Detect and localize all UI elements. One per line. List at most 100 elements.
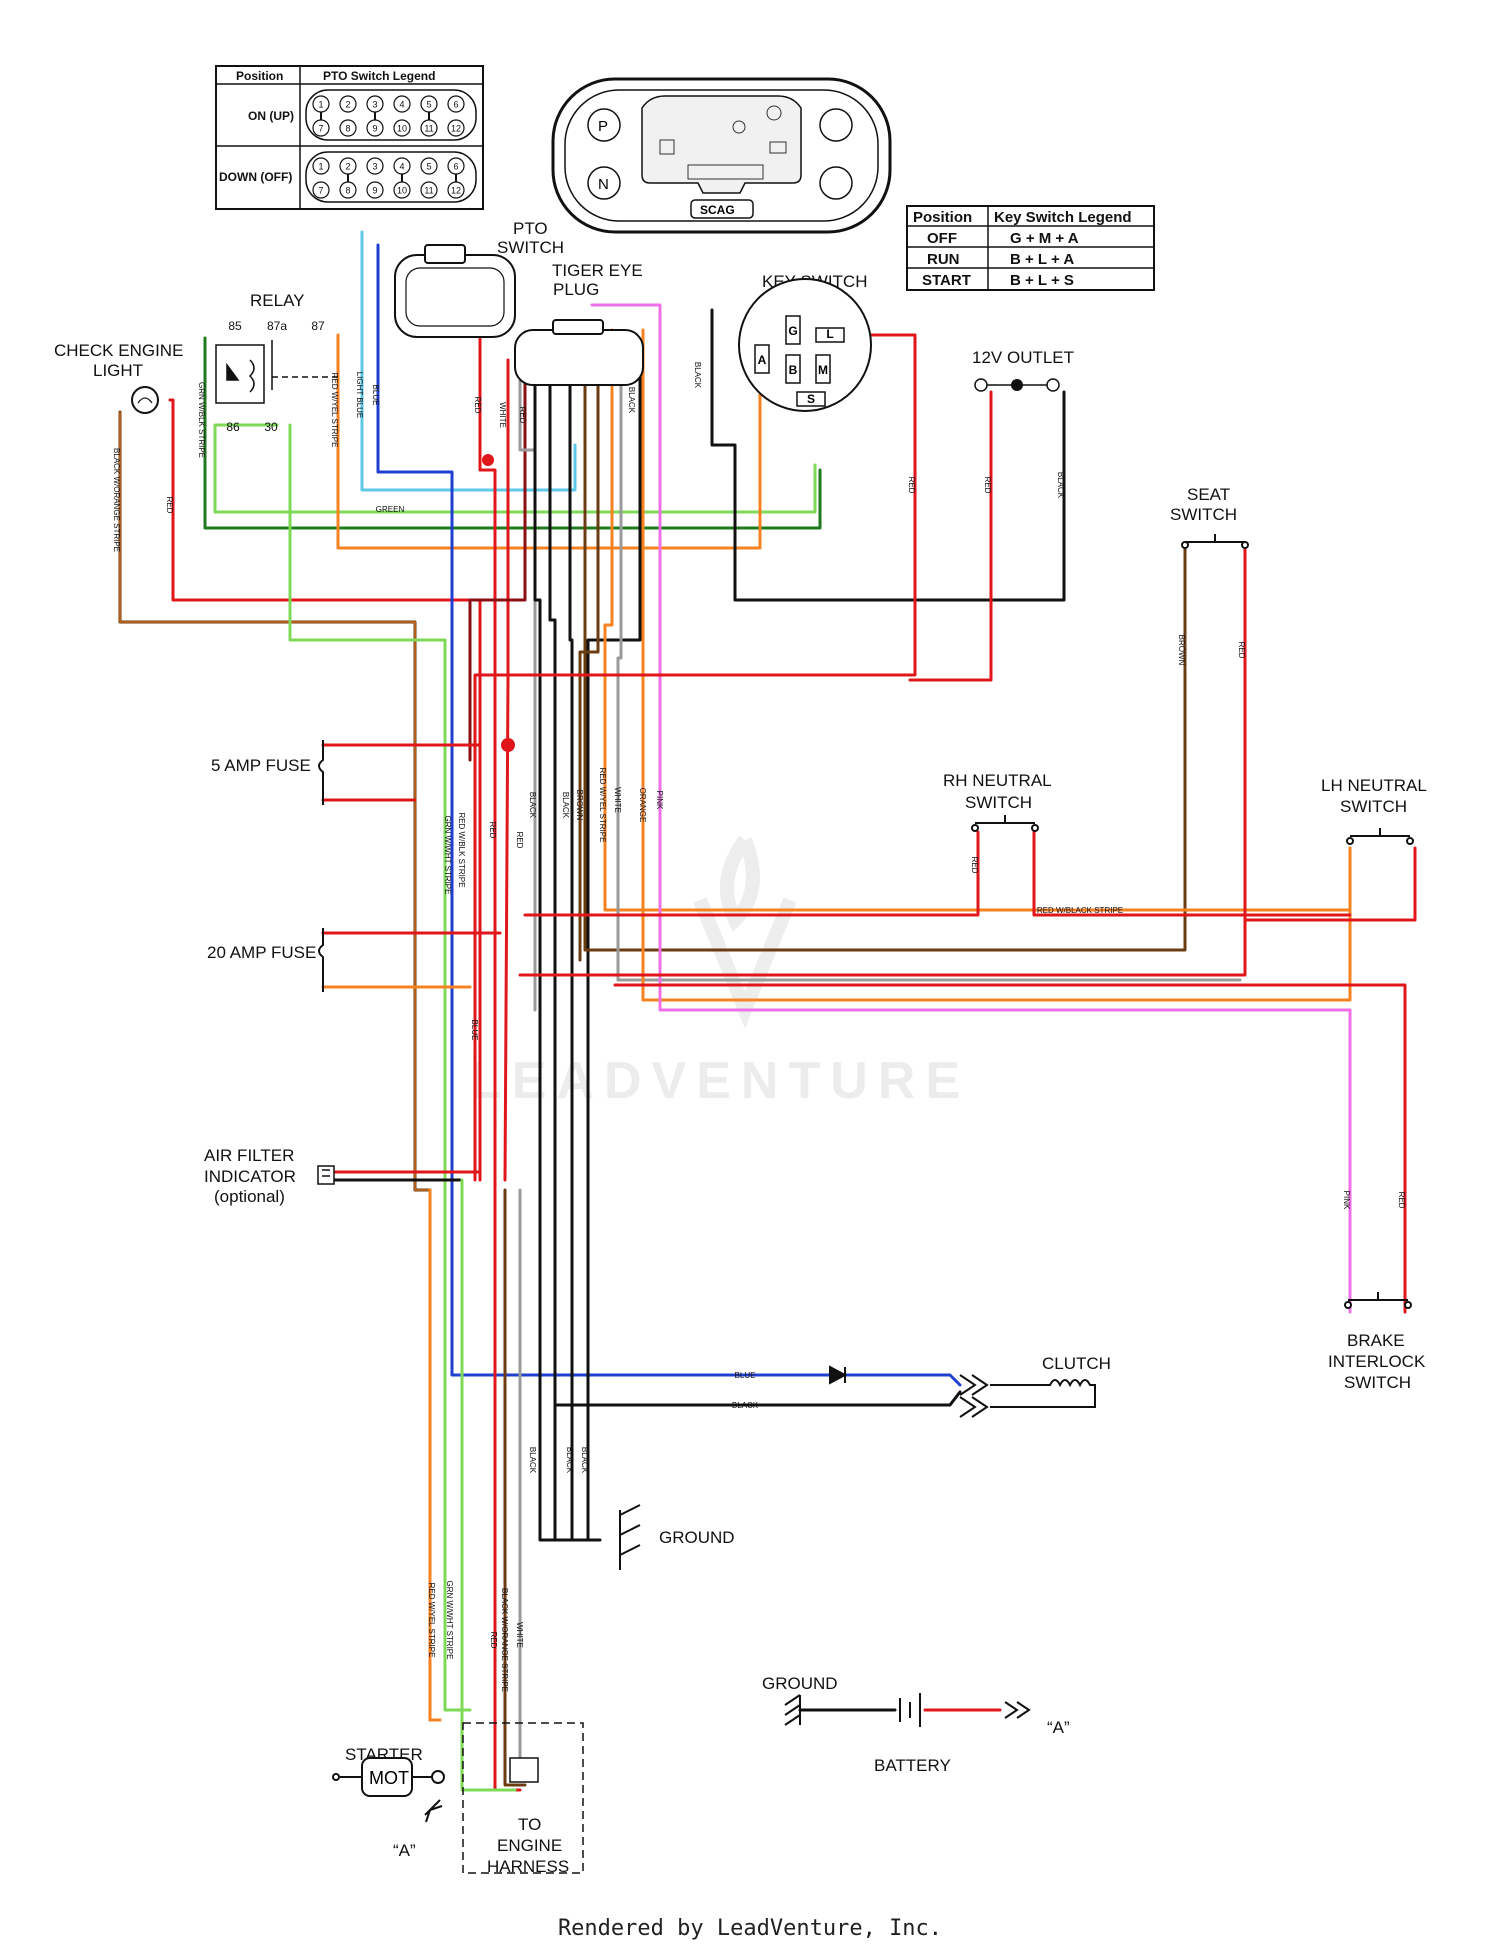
key-legend-header-position: Position — [913, 209, 972, 226]
wire-label: GREEN — [376, 505, 405, 514]
wire-label: RED W/YEL STRIPE — [330, 373, 339, 448]
tiger-eye-plug[interactable] — [514, 319, 644, 386]
battery[interactable] — [899, 1693, 1031, 1727]
svg-text:RED W/BLK STRIPE: RED W/BLK STRIPE — [457, 812, 466, 887]
fuse-20a-label: 20 AMP FUSE — [207, 943, 316, 962]
pto-pin-number: 7 — [318, 186, 323, 196]
wire-label: RED — [983, 477, 992, 494]
air-filter-indicator[interactable] — [317, 1165, 335, 1185]
check-engine-label-1: CHECK ENGINE — [54, 341, 183, 360]
svg-text:RED W/YEL STRIPE: RED W/YEL STRIPE — [330, 373, 339, 448]
rh-neutral-label-2: SWITCH — [965, 793, 1032, 812]
svg-text:BLUE: BLUE — [470, 1020, 479, 1041]
wire-label: PINK — [1342, 1191, 1351, 1210]
svg-text:RED: RED — [983, 477, 992, 494]
clutch[interactable] — [829, 1365, 1096, 1418]
svg-text:RED: RED — [907, 477, 916, 494]
wire-tiger-red2 — [468, 358, 527, 762]
wire-clutch-black — [553, 1390, 962, 1407]
pto-pin-number: 4 — [399, 162, 404, 172]
key-switch-pin-m: M — [818, 363, 828, 377]
svg-text:GRN W/WHT STRIPE: GRN W/WHT STRIPE — [445, 1581, 454, 1660]
pto-pin-number: 10 — [397, 186, 407, 196]
fuse-5a[interactable] — [318, 740, 324, 805]
svg-text:RED W/YEL STRIPE: RED W/YEL STRIPE — [598, 768, 607, 843]
svg-text:RED: RED — [515, 832, 524, 849]
starter-motor[interactable] — [332, 1757, 445, 1823]
svg-text:RED: RED — [1397, 1192, 1406, 1209]
pto-pin — [393, 119, 411, 137]
wire-black-4 — [586, 363, 642, 1542]
wire-label: ORANGE — [638, 788, 647, 823]
check-engine-light-icon — [131, 386, 159, 414]
wire-black-orange — [118, 410, 432, 1722]
brake-interlock-switch[interactable] — [1344, 1292, 1412, 1309]
pto-legend-header-position: Position — [236, 69, 283, 83]
pto-pin — [366, 181, 384, 199]
pto-pin-number: 10 — [397, 124, 407, 134]
wire-grn-blk — [203, 336, 822, 530]
outlet-12v-label: 12V OUTLET — [972, 348, 1074, 367]
svg-text:WHITE: WHITE — [515, 1622, 524, 1648]
pto-switch-connector[interactable] — [394, 244, 516, 338]
wire-label: RED W/BLK STRIPE — [457, 812, 466, 887]
svg-text:BLACK: BLACK — [561, 792, 570, 819]
tiger-eye-label-1: TIGER EYE — [552, 261, 643, 280]
key-legend-pos-run: RUN — [927, 251, 960, 268]
rh-neutral-switch[interactable] — [971, 815, 1039, 832]
fuse-20a[interactable] — [318, 928, 324, 992]
pto-pin-number: 1 — [318, 100, 323, 110]
wire-key-red — [473, 333, 917, 1182]
wire-label: BLACK — [693, 362, 702, 389]
pto-legend-row-down: DOWN (OFF) — [219, 170, 292, 184]
pto-pin — [447, 119, 465, 137]
svg-text:BLACK: BLACK — [528, 1447, 537, 1474]
battery-a-label: “A” — [1047, 1718, 1070, 1737]
pto-pin-number: 11 — [424, 186, 433, 196]
pto-pin-number: 1 — [318, 162, 323, 172]
svg-text:RED: RED — [518, 407, 527, 424]
wire-label: PINK — [655, 791, 664, 810]
outlet-12v[interactable] — [974, 378, 1060, 392]
pto-switch-label-2: SWITCH — [497, 238, 564, 257]
ground-battery-label: GROUND — [762, 1674, 838, 1693]
key-legend-table: Position Key Switch Legend OFF G + M + A… — [906, 205, 1155, 291]
wire-pto-red — [478, 308, 497, 1182]
key-legend-header-title: Key Switch Legend — [994, 209, 1132, 226]
wire-seat-red — [518, 546, 1247, 977]
svg-text:BLACK: BLACK — [580, 1447, 589, 1474]
pto-pin-number: 9 — [372, 124, 377, 134]
seat-switch-label-1: SEAT — [1187, 485, 1230, 504]
svg-text:BROWN: BROWN — [1177, 635, 1186, 666]
pto-pin — [312, 181, 330, 199]
pto-pin-number: 3 — [372, 100, 377, 110]
svg-text:LIGHT BLUE: LIGHT BLUE — [355, 372, 364, 419]
pto-pin-number: 11 — [424, 124, 433, 134]
svg-text:RED: RED — [1237, 642, 1246, 659]
pto-pin-number: 7 — [318, 124, 323, 134]
pto-pin — [339, 119, 357, 137]
svg-text:RED: RED — [488, 822, 497, 839]
wire-brown-trunk — [578, 358, 600, 962]
wire-key-black — [710, 308, 1066, 602]
watermark: LEADVENTURE — [470, 1052, 970, 1110]
clutch-label: CLUTCH — [1042, 1354, 1111, 1373]
wire-label: BLACK W/ORANGE STRIPE — [112, 448, 121, 552]
ground-main-icon — [619, 1504, 641, 1570]
key-legend-val-off: G + M + A — [1010, 230, 1079, 247]
wire-label: BLACK — [1056, 472, 1065, 499]
key-switch-pin-g: G — [788, 324, 797, 338]
seat-switch[interactable] — [1181, 534, 1249, 549]
wire-label: RED — [488, 822, 497, 839]
wire-red-lower — [493, 1178, 522, 1792]
dash-display: P N SCAG — [551, 77, 892, 234]
pto-pin-number: 5 — [426, 100, 431, 110]
lh-neutral-switch[interactable] — [1346, 828, 1414, 845]
engine-harness-connector[interactable] — [462, 1722, 584, 1874]
relay-pin-30: 30 — [264, 420, 278, 434]
pto-pin-number: 6 — [453, 162, 458, 172]
seat-icon — [819, 108, 853, 142]
wire-label: GRN W/WHT STRIPE — [445, 1581, 454, 1660]
